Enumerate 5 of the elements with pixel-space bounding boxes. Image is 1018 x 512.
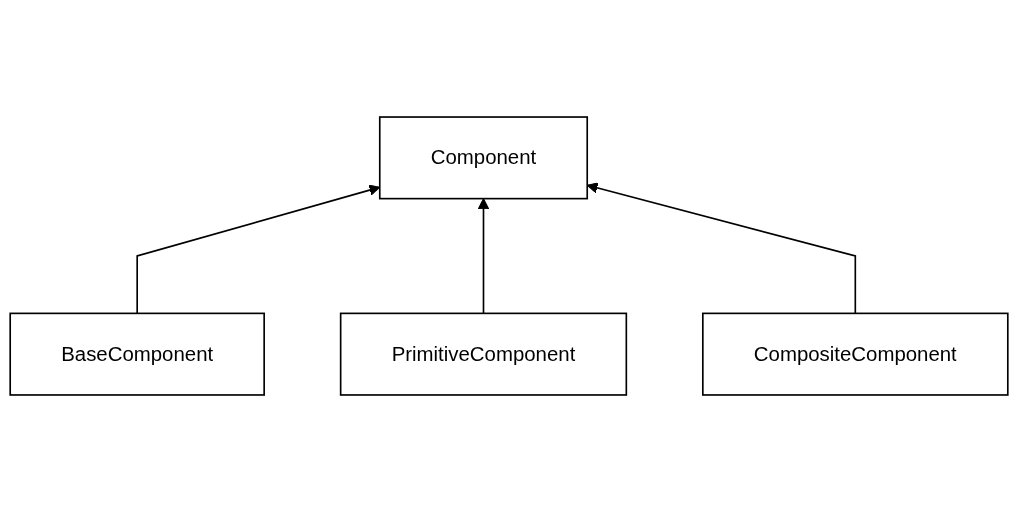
node-box: CompositeComponent <box>702 312 1009 396</box>
node-box: BaseComponent <box>9 312 265 396</box>
arrow <box>477 198 490 315</box>
node-box: PrimitiveComponent <box>339 312 628 396</box>
node-box: Component <box>378 116 589 200</box>
